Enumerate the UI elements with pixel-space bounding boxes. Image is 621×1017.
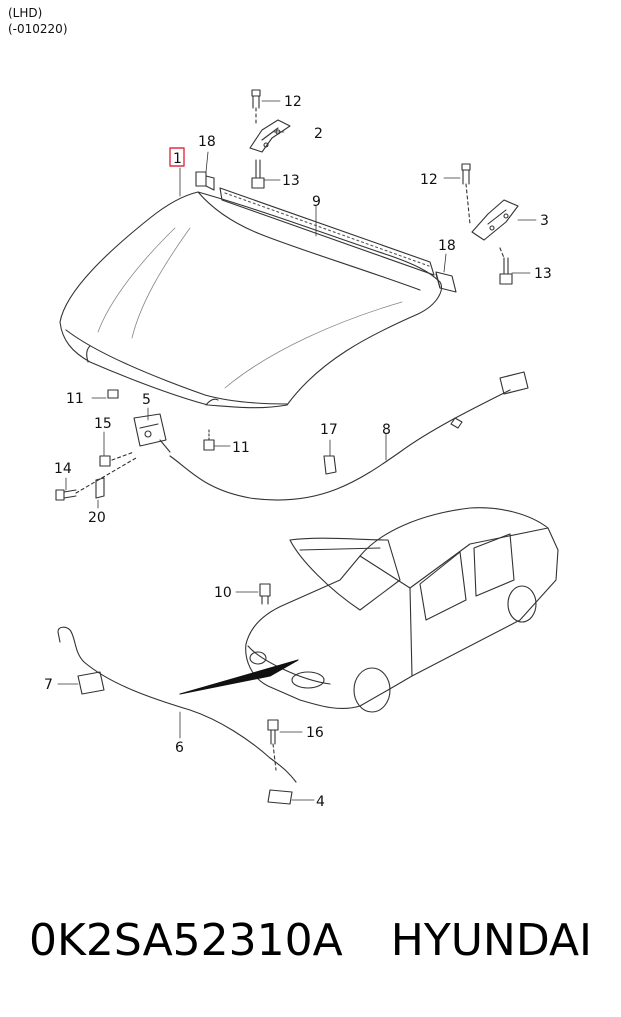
hood-panel: [59, 191, 442, 409]
brand-name: HYUNDAI: [390, 914, 593, 966]
hood-bumper-right: [435, 271, 457, 293]
header-line-2: (-010220): [8, 22, 68, 36]
callout-8: 8: [382, 422, 391, 438]
callout-12-right: 12: [420, 172, 438, 188]
callout-18-left: 18: [198, 134, 216, 150]
hood-bumper-left: [195, 171, 215, 191]
grommet-10: [259, 583, 271, 605]
callout-10: 10: [214, 585, 232, 601]
callout-7: 7: [44, 677, 53, 693]
callout-12-left: 12: [284, 94, 302, 110]
footer: 0K2SA52310A HYUNDAI: [0, 900, 621, 980]
hood-hinge-right: [471, 199, 519, 241]
bolt-13-left: [251, 159, 265, 189]
rod-clip-4: [267, 789, 293, 805]
rod-holder-7: [77, 671, 105, 695]
nut-15: [99, 451, 135, 467]
bolt-12-right: [461, 163, 471, 225]
callout-14: 14: [54, 461, 72, 477]
bolt-13-right: [499, 247, 513, 285]
callout-20: 20: [88, 510, 106, 526]
hood-release-cable: [169, 371, 529, 501]
hood-support-rod: [57, 626, 297, 783]
callout-5: 5: [142, 392, 151, 408]
hood-hinge-left: [249, 119, 291, 153]
callout-4: 4: [316, 794, 325, 810]
hood-latch: [133, 413, 171, 453]
leader-lines: [57, 100, 537, 801]
location-pointer: [179, 659, 299, 695]
callout-13-right: 13: [534, 266, 552, 282]
car-illustration: [245, 507, 559, 713]
bolt-14: [55, 457, 137, 501]
header-line-1: (LHD): [8, 6, 43, 20]
callout-13-left: 13: [282, 173, 300, 189]
callout-1: 1: [173, 151, 182, 167]
bolt-12-left: [251, 89, 261, 125]
bump-stop-11-left: [107, 389, 119, 399]
callout-18-right: 18: [438, 238, 456, 254]
callout-3: 3: [540, 213, 549, 229]
callout-2: 2: [314, 126, 323, 142]
callout-6: 6: [175, 740, 184, 756]
bolt-16: [267, 719, 279, 771]
part-number: 0K2SA52310A: [28, 914, 343, 966]
cable-clip-17: [323, 455, 337, 475]
bump-stop-11-right: [203, 429, 215, 451]
clip-20: [95, 477, 105, 499]
callout-1-box: [169, 147, 185, 167]
callout-15: 15: [94, 416, 112, 432]
callout-11-right: 11: [232, 440, 250, 456]
callout-11-left: 11: [66, 391, 84, 407]
callout-9: 9: [312, 194, 321, 210]
hood-weatherstrip: [219, 187, 435, 276]
callout-16: 16: [306, 725, 324, 741]
callout-17: 17: [320, 422, 338, 438]
callout-labels: 1 18 12 2 13 9 12 3 18 13 11 5 11 15 17 …: [44, 94, 552, 810]
